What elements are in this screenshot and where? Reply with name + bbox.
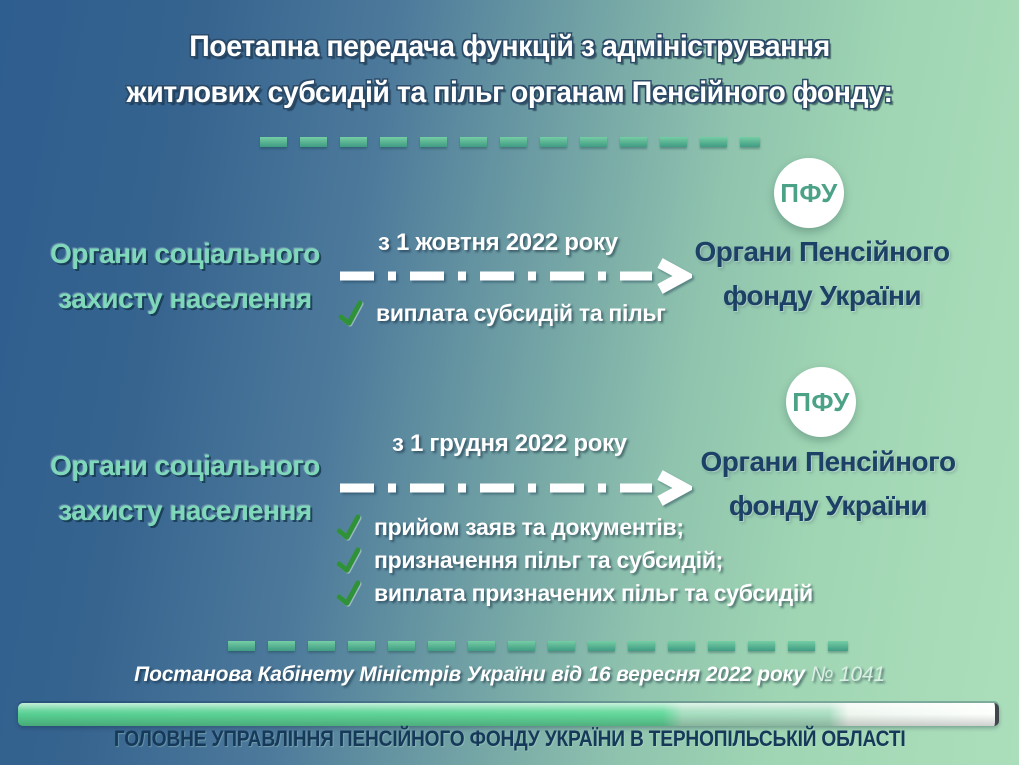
target-org-line-1: Органи Пенсійного bbox=[694, 236, 950, 267]
list-item: прийом заяв та документів; bbox=[336, 511, 813, 544]
list-item-text: призначення пільг та субсидій; bbox=[374, 547, 724, 573]
dashed-arrow-icon-1 bbox=[340, 258, 692, 294]
target-org-label-2: Органи Пенсійного фонду України bbox=[658, 440, 998, 528]
source-org-label-2: Органи соціального захисту населення bbox=[30, 443, 340, 533]
title-line-2: житлових субсидій та пільг органам Пенсі… bbox=[126, 76, 893, 109]
list-item-text: прийом заяв та документів; bbox=[374, 514, 684, 540]
effective-date-2: з 1 грудня 2022 року bbox=[392, 430, 627, 457]
source-org-line-1: Органи соціального bbox=[50, 238, 320, 269]
list-item: виплата субсидій та пільг bbox=[338, 297, 666, 330]
footer-organization-text: ГОЛОВНЕ УПРАВЛІННЯ ПЕНСІЙНОГО ФОНДУ УКРА… bbox=[113, 726, 906, 751]
target-org-line-1: Органи Пенсійного bbox=[700, 446, 956, 477]
list-item: виплата призначених пільг та субсидій bbox=[336, 577, 813, 610]
list-item: призначення пільг та субсидій; bbox=[336, 544, 813, 577]
source-org-line-2: захисту населення bbox=[58, 495, 312, 526]
target-org-line-2: фонду України bbox=[722, 280, 922, 311]
effective-date-1: з 1 жовтня 2022 року bbox=[378, 229, 618, 256]
footer-organization: ГОЛОВНЕ УПРАВЛІННЯ ПЕНСІЙНОГО ФОНДУ УКРА… bbox=[0, 726, 1019, 752]
dashed-separator-top-icon bbox=[260, 137, 760, 147]
source-org-label-1: Органи соціального захисту населення bbox=[30, 231, 340, 321]
target-org-line-2: фонду України bbox=[728, 490, 928, 521]
dashed-separator-bottom-icon bbox=[228, 641, 848, 651]
title-line-1: Поетапна передача функцій з адмініструва… bbox=[189, 30, 830, 63]
page-title: Поетапна передача функцій з адмініструва… bbox=[25, 24, 993, 116]
check-icon bbox=[336, 547, 361, 573]
target-org-label-1: Органи Пенсійного фонду України bbox=[652, 230, 992, 318]
decree-caption: Постанова Кабінету Міністрів України від… bbox=[0, 663, 1019, 687]
check-icon bbox=[336, 514, 361, 540]
pfu-badge-text: ПФУ bbox=[780, 177, 838, 208]
function-list-1: виплата субсидій та пільг bbox=[338, 297, 666, 330]
pfu-badge-2: ПФУ bbox=[786, 367, 856, 437]
pfu-badge-text: ПФУ bbox=[792, 386, 850, 417]
dashed-arrow-icon-2 bbox=[340, 470, 692, 506]
pfu-badge-1: ПФУ bbox=[774, 158, 844, 228]
decree-number: № 1041 bbox=[810, 663, 885, 686]
check-icon bbox=[336, 580, 361, 606]
list-item-text: виплата призначених пільг та субсидій bbox=[374, 580, 813, 606]
source-org-line-2: захисту населення bbox=[58, 283, 312, 314]
check-icon bbox=[338, 300, 363, 326]
function-list-2: прийом заяв та документів; призначення п… bbox=[336, 511, 813, 610]
list-item-text: виплата субсидій та пільг bbox=[376, 300, 666, 326]
decree-text: Постанова Кабінету Міністрів України від… bbox=[134, 663, 805, 686]
source-org-line-1: Органи соціального bbox=[50, 450, 320, 481]
progress-bar bbox=[18, 703, 999, 726]
